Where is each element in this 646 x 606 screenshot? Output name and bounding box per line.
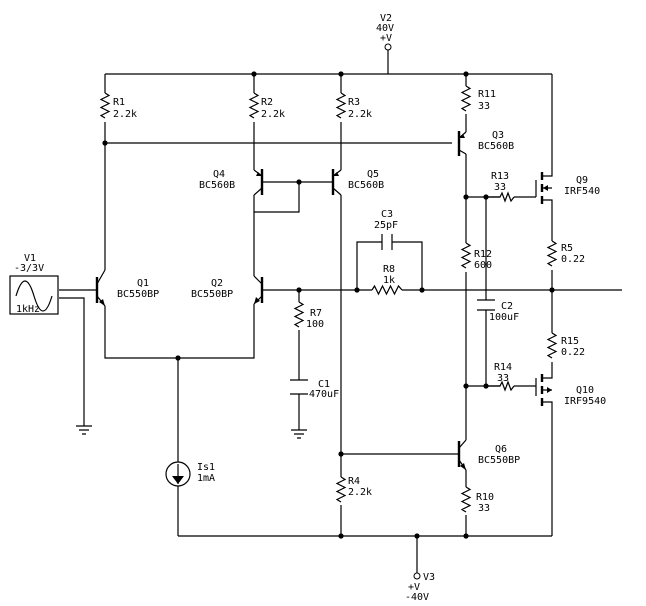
r8-name: R8 — [383, 264, 395, 275]
c1-value: 470uF — [309, 389, 339, 400]
q6-value: BC550BP — [478, 455, 520, 466]
resistor-r7: R7 100 — [293, 301, 324, 330]
r5-name: R5 — [561, 243, 573, 254]
mosfet-q10: Q10 IRF9540 — [535, 372, 606, 410]
resistor-r3: R3 2.2k — [335, 92, 372, 120]
r11-name: R11 — [478, 89, 496, 100]
r7-name: R7 — [310, 308, 322, 319]
r14-name: R14 — [494, 362, 512, 373]
v2-value: 40V — [376, 23, 394, 34]
r7-value: 100 — [306, 319, 324, 330]
v3-name: V3 — [423, 572, 435, 583]
resistor-r14: R14 33 — [486, 362, 515, 392]
v3-value: -40V — [405, 592, 429, 603]
r10-value: 33 — [478, 503, 490, 514]
is1-name: Is1 — [197, 462, 215, 473]
q3-value: BC560B — [478, 141, 514, 152]
r12-name: R12 — [474, 249, 492, 260]
mosfet-q9: Q9 IRF540 — [535, 170, 600, 206]
ground-v1 — [76, 425, 92, 435]
c2-value: 100uF — [489, 312, 519, 323]
r10-name: R10 — [476, 492, 494, 503]
capacitor-c1: C1 470uF — [290, 379, 339, 400]
q5-value: BC560B — [348, 180, 384, 191]
capacitor-c2: C2 100uF — [477, 299, 519, 323]
r12-value: 600 — [474, 260, 492, 271]
is1-value: 1mA — [197, 473, 215, 484]
resistor-r4: R4 2.2k — [335, 476, 372, 503]
capacitor-c3: C3 25pF — [374, 209, 398, 250]
junctions — [102, 71, 555, 539]
resistor-r12: R12 600 — [460, 242, 492, 271]
transistor-q4: Q4 BC560B — [199, 169, 264, 196]
transistor-q3: Q3 BC560B — [457, 130, 514, 156]
r13-name: R13 — [491, 171, 509, 182]
supply-v2: V2 40V +V — [376, 13, 394, 74]
v3-polarity: +V — [408, 582, 420, 593]
q5-name: Q5 — [367, 169, 379, 180]
q1-value: BC550BP — [117, 289, 159, 300]
current-source-is1: Is1 1mA — [165, 461, 215, 487]
transistor-q1: Q1 BC550BP — [95, 269, 159, 307]
q6-name: Q6 — [495, 444, 507, 455]
r15-name: R15 — [561, 336, 579, 347]
r3-value: 2.2k — [348, 109, 372, 120]
q2-name: Q2 — [211, 278, 223, 289]
v1-freq: 1kHz — [16, 304, 40, 315]
v1-value: -3/3V — [14, 263, 44, 274]
r13-value: 33 — [494, 182, 506, 193]
c2-name: C2 — [501, 301, 513, 312]
transistor-q6: Q6 BC550BP — [457, 439, 520, 471]
v2-name: V2 — [380, 13, 392, 24]
r3-name: R3 — [348, 97, 360, 108]
resistor-r15: R15 0.22 — [546, 332, 585, 359]
resistor-r2: R2 2.2k — [248, 92, 285, 120]
resistor-r5: R5 0.22 — [546, 240, 585, 267]
q4-value: BC560B — [199, 180, 235, 191]
q9-name: Q9 — [576, 175, 588, 186]
resistor-r11: R11 33 — [460, 85, 496, 112]
q10-value: IRF9540 — [564, 396, 606, 407]
q9-value: IRF540 — [564, 186, 600, 197]
r14-value: 33 — [497, 373, 509, 384]
ground-c1 — [291, 429, 307, 439]
c1-name: C1 — [318, 379, 330, 390]
r4-name: R4 — [348, 476, 360, 487]
resistor-r1: R1 2.2k — [99, 92, 137, 120]
r2-name: R2 — [261, 97, 273, 108]
r11-value: 33 — [478, 101, 490, 112]
source-v1: V1 -3/3V 1kHz — [9, 253, 59, 315]
v1-name: V1 — [24, 253, 36, 264]
transistor-q5: Q5 BC560B — [331, 169, 384, 196]
q1-name: Q1 — [137, 278, 149, 289]
wires — [59, 73, 622, 537]
resistor-r13: R13 33 — [486, 171, 515, 203]
r8-value: 1k — [383, 275, 395, 286]
r4-value: 2.2k — [348, 487, 372, 498]
q3-name: Q3 — [492, 130, 504, 141]
r1-name: R1 — [113, 97, 125, 108]
c3-value: 25pF — [374, 220, 398, 231]
r1-value: 2.2k — [113, 109, 137, 120]
resistor-r10: R10 33 — [460, 486, 494, 514]
v2-polarity: +V — [380, 33, 392, 44]
q10-name: Q10 — [576, 385, 594, 396]
supply-v3: V3 +V -40V — [405, 536, 435, 603]
q4-name: Q4 — [213, 169, 225, 180]
c3-name: C3 — [381, 209, 393, 220]
r15-value: 0.22 — [561, 347, 585, 358]
resistor-r8: R8 1k — [371, 264, 403, 296]
q2-value: BC550BP — [191, 289, 233, 300]
transistor-q2: Q2 BC550BP — [191, 275, 264, 305]
r5-value: 0.22 — [561, 254, 585, 265]
r2-value: 2.2k — [261, 109, 285, 120]
